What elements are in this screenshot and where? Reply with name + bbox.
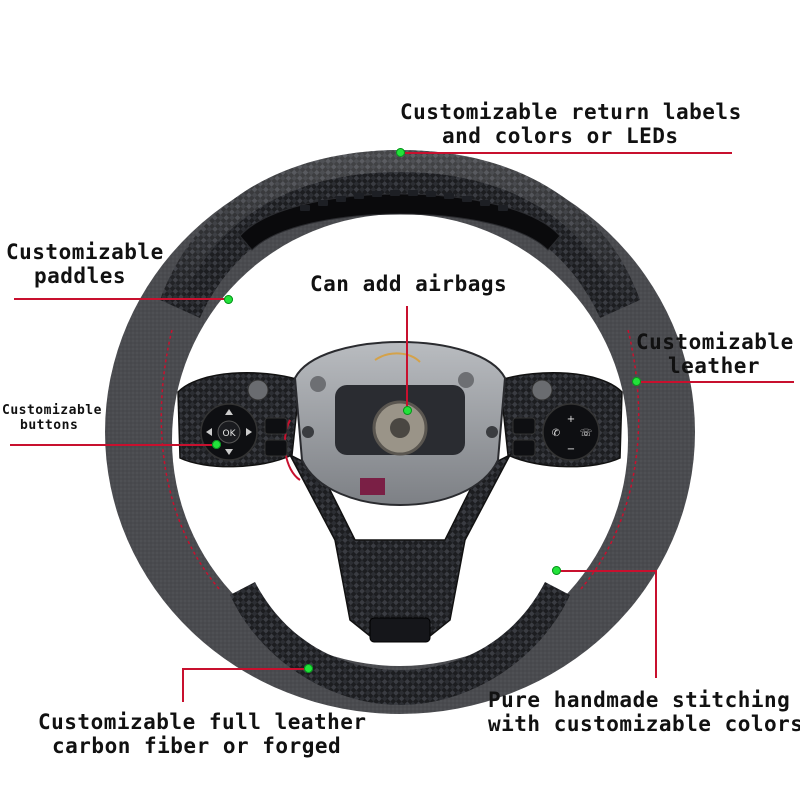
marker-paddles <box>224 295 233 304</box>
callout-leather-line1: Customizable <box>636 330 794 354</box>
minus-icon: − <box>567 444 575 455</box>
leader-buttons <box>10 444 216 446</box>
leader-airbags <box>406 306 408 410</box>
right-stitching <box>579 329 640 591</box>
callout-buttons-line1: Customizable <box>2 403 102 418</box>
callout-airbags-line1: Can add airbags <box>310 272 508 296</box>
up-arrow-icon <box>225 409 233 415</box>
callout-leather-line2: leather <box>668 354 761 379</box>
connector-plug <box>360 478 385 495</box>
leader-paddles <box>14 298 228 300</box>
marker-leather <box>632 377 641 386</box>
marker-airbags <box>403 406 412 415</box>
ok-button-label: OK <box>223 429 237 439</box>
leader-stitching-h <box>556 570 656 572</box>
leader-full-leather-h <box>182 668 308 670</box>
callout-return-labels-line2: and colors or LEDs <box>442 124 679 149</box>
bottom-badge <box>369 617 431 643</box>
callout-stitching-line1: Pure handmade stitching <box>488 688 791 712</box>
callout-paddles: Customizable paddles <box>6 240 164 288</box>
callout-paddles-line1: Customizable <box>6 240 164 264</box>
plus-icon: + <box>567 414 575 425</box>
callout-stitching: Pure handmade stitching with customizabl… <box>488 688 800 736</box>
voice-icon: ✆ <box>552 428 560 439</box>
leader-full-leather-v <box>182 668 184 702</box>
led-segments <box>300 190 508 211</box>
marker-return-labels <box>396 148 405 157</box>
phone-icon: ☏ <box>580 428 593 439</box>
leader-stitching-v <box>655 570 657 678</box>
left-button-cluster: OK <box>200 379 288 461</box>
callout-leather: Customizable leather <box>636 330 794 378</box>
marker-buttons <box>212 440 221 449</box>
right-arrow-icon <box>246 428 252 436</box>
leader-return-labels <box>400 152 732 154</box>
left-stitching <box>160 329 221 591</box>
callout-return-labels: Customizable return labels and colors or… <box>400 100 742 148</box>
callout-full-leather: Customizable full leather carbon fiber o… <box>38 710 367 758</box>
left-arrow-icon <box>206 428 212 436</box>
marker-full-leather <box>304 664 313 673</box>
marker-stitching <box>552 566 561 575</box>
down-arrow-icon <box>225 449 233 455</box>
bottom-carbon-section <box>230 582 570 705</box>
led-shift-display <box>239 193 561 251</box>
right-button-cluster: ✆ ☏ + − <box>512 379 600 461</box>
callout-full-leather-line2: carbon fiber or forged <box>52 734 342 759</box>
callout-airbags: Can add airbags <box>310 272 507 296</box>
callout-buttons: Customizable buttons <box>2 403 102 434</box>
leader-leather <box>636 381 794 383</box>
callout-stitching-line2: with customizable colors <box>488 712 800 737</box>
callout-buttons-line2: buttons <box>20 417 79 433</box>
wire-gold <box>374 352 421 363</box>
callout-paddles-line2: paddles <box>34 264 127 289</box>
callout-full-leather-line1: Customizable full leather <box>38 710 367 734</box>
lower-spoke <box>288 453 512 641</box>
callout-return-labels-line1: Customizable return labels <box>400 100 742 124</box>
